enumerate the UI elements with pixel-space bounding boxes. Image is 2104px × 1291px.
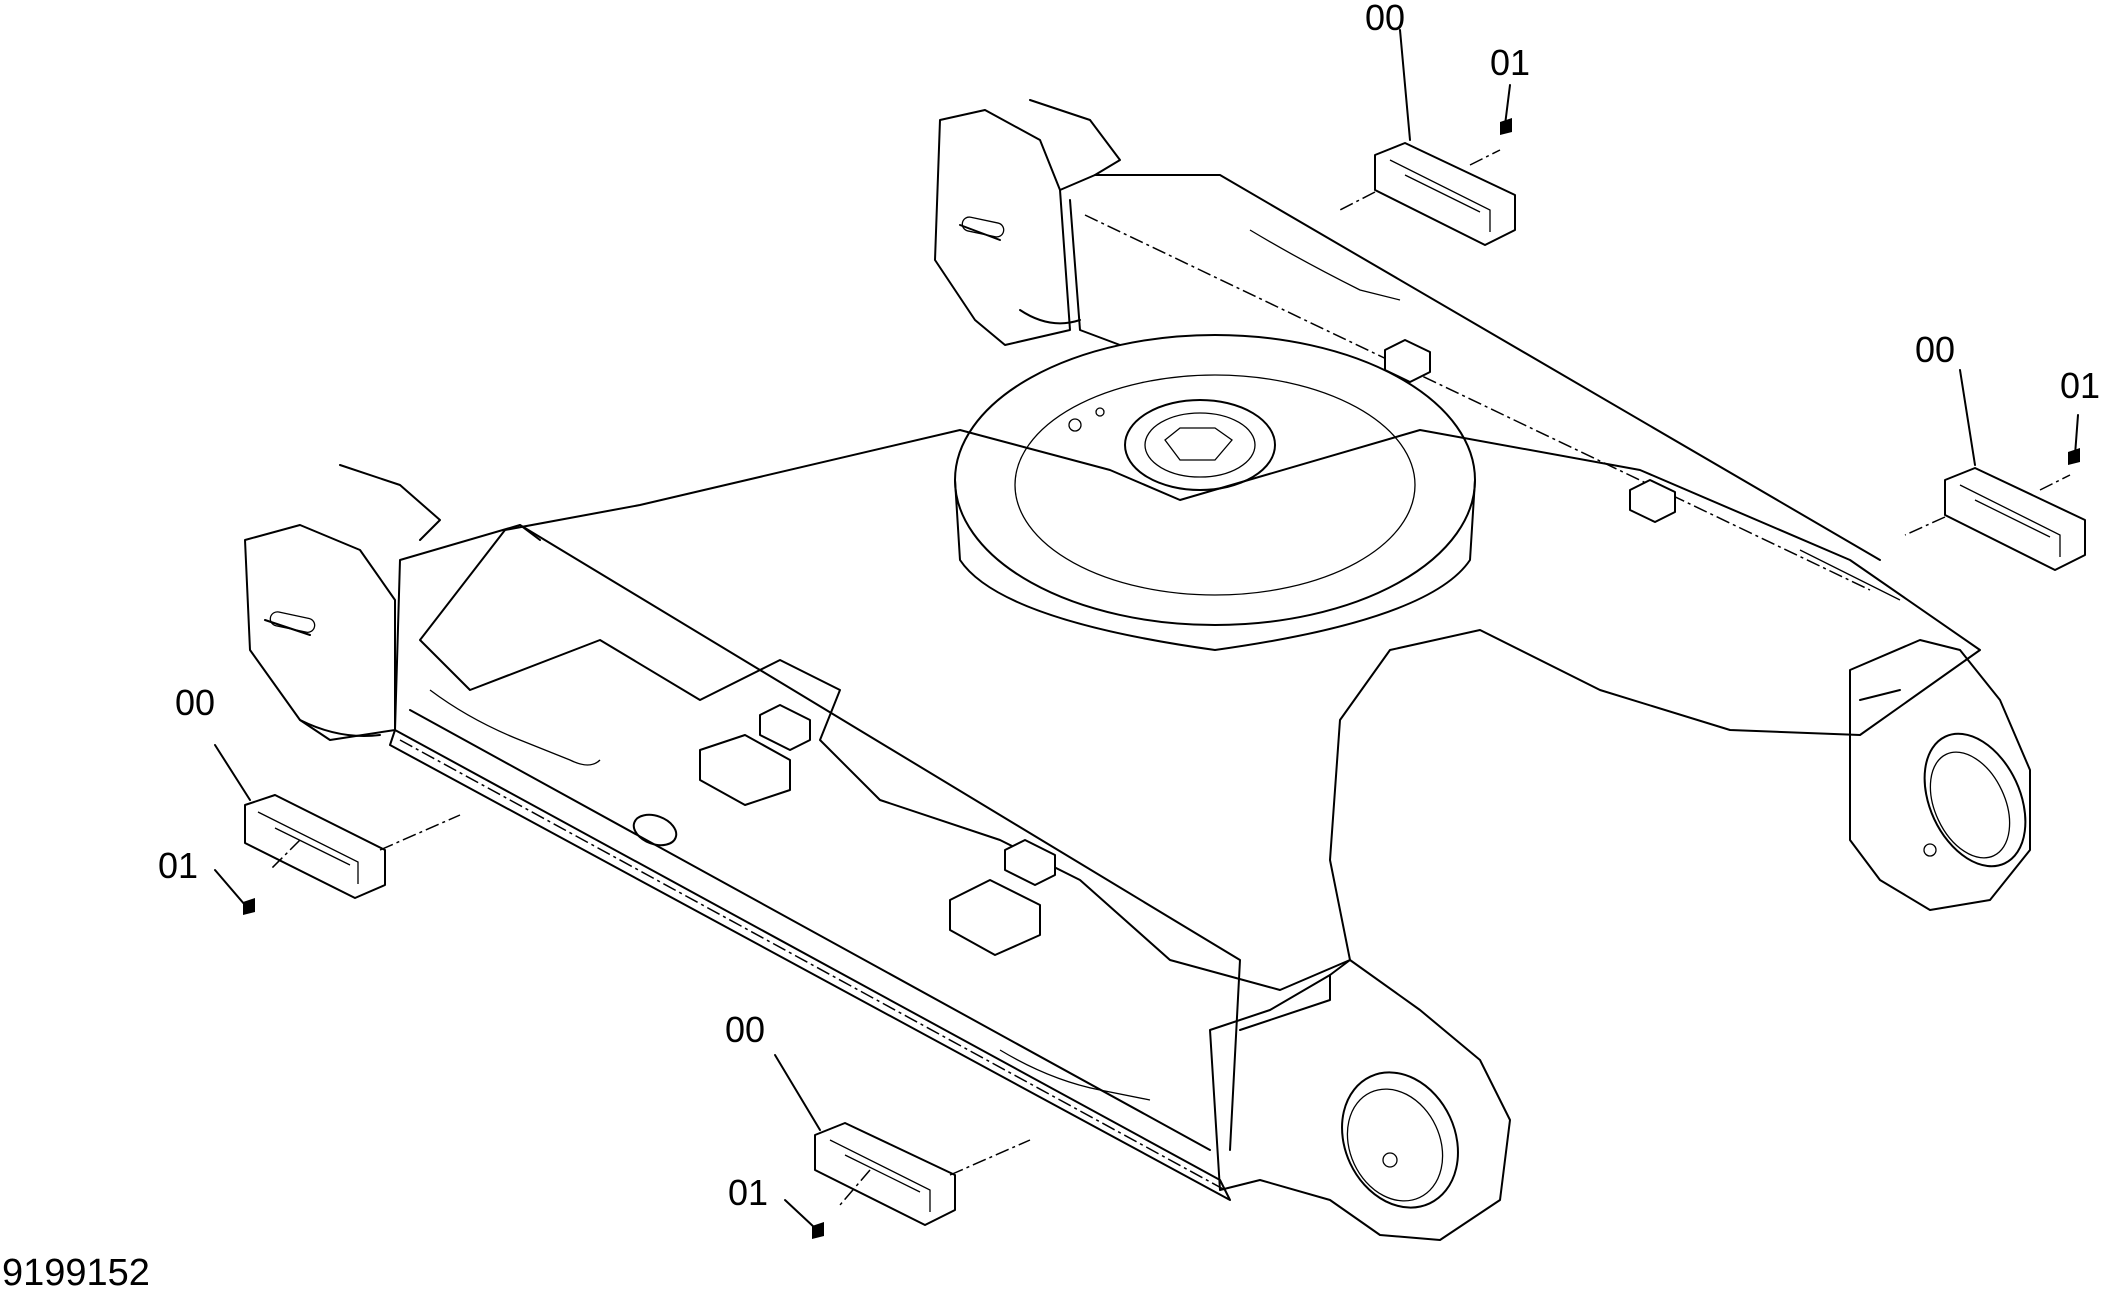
callout-part-right: 00 [1915,329,1955,370]
callout-bolt-right: 01 [2060,365,2100,406]
step-assembly-right [1904,369,2086,571]
callout-part-top: 00 [1365,0,1405,38]
callout-bolt-left: 01 [158,845,198,886]
callout-bolt-top: 01 [1490,42,1530,83]
drawing-number: 9199152 [2,1252,150,1291]
callout-part-left: 00 [175,682,215,723]
step-assembly-top [1339,29,1516,246]
step-assembly-left [214,744,461,915]
track-frame [244,99,2031,1241]
callout-labels: 00 01 00 01 00 01 00 01 [158,0,2100,1213]
callout-bolt-bottom: 01 [728,1172,768,1213]
callout-part-bottom: 00 [725,1009,765,1050]
step-assembly-bottom [774,1054,1031,1239]
